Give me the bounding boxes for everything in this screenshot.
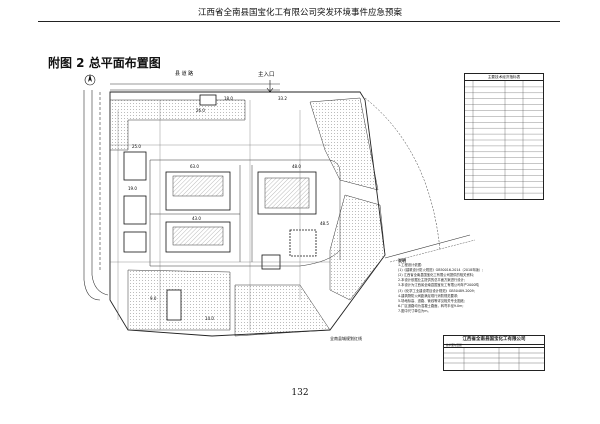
west-road bbox=[83, 90, 109, 301]
buildings bbox=[123, 94, 317, 321]
notes-line: (3)《化学工业建设项目设计规范》GB50489-2009; bbox=[398, 288, 475, 293]
dim-5: 25.0 bbox=[132, 144, 141, 149]
dim-6: 26.0 bbox=[196, 108, 205, 113]
notes-line: (2) 江西省全南县国宝化工有限公司提供的相关资料; bbox=[398, 273, 475, 278]
notes-line: 7.图中尺寸单位为m。 bbox=[398, 308, 431, 313]
north-arrow-icon bbox=[84, 74, 96, 86]
dim-10: 9.0 bbox=[150, 296, 157, 301]
dim-1: 63.0 bbox=[190, 164, 199, 169]
dim-7: 18.0 bbox=[224, 96, 233, 101]
legend-table: 主要技术经济指标表 bbox=[464, 73, 544, 200]
design-notes: 说明 1.工程设计依据： (1)《建筑设计防火规范》GB50016-2014（2… bbox=[398, 258, 528, 314]
gate-label: 主入口 bbox=[258, 70, 275, 78]
notes-title: 说明 bbox=[398, 258, 406, 263]
dim-4: 43.0 bbox=[192, 216, 201, 221]
dim-11: 14.0 bbox=[205, 316, 214, 321]
figure-title: 附图 2 总平面布置图 bbox=[48, 56, 161, 70]
legend-grid bbox=[465, 81, 543, 199]
dim-8: 33.2 bbox=[278, 96, 287, 101]
page-number: 132 bbox=[291, 388, 309, 398]
notes-line: 3.本设计为江西省全南县国宝化工有限公司年产2000吨 bbox=[398, 283, 479, 288]
notes-line: 6.厂区道路均为混凝土路面，转弯半径9.0m; bbox=[398, 303, 464, 308]
notes-line: 4.建筑物防火间距满足现行消防规范要求; bbox=[398, 293, 459, 298]
title-block-subtitle: 总平面布置图 bbox=[444, 344, 544, 348]
title-block-grid bbox=[444, 348, 544, 370]
boundary-sweep bbox=[364, 97, 441, 251]
header-rule bbox=[38, 21, 560, 22]
legend-title: 主要技术经济指标表 bbox=[465, 74, 543, 81]
road-label: 县 道 路 bbox=[175, 70, 193, 77]
title-block: 江西省全南县国宝化工有限公司 总平面布置图 bbox=[443, 335, 545, 371]
north-road bbox=[110, 83, 280, 91]
dim-2: 48.0 bbox=[292, 164, 301, 169]
notes-line: 5.场地标高、道路、管线等详见相关专业图纸; bbox=[398, 298, 465, 303]
dimension-lines bbox=[110, 100, 330, 330]
dim-9: 48.5 bbox=[320, 221, 329, 226]
bottom-label: 全南县城规划红线 bbox=[330, 335, 362, 341]
road-diagonal bbox=[384, 234, 471, 259]
gate-arrow bbox=[266, 80, 274, 93]
notes-line: (1)《建筑设计防火规范》GB50016-2014（2018年版）; bbox=[398, 268, 484, 273]
title-block-company: 江西省全南县国宝化工有限公司 bbox=[444, 336, 544, 345]
notes-line: 1.工程设计依据： bbox=[398, 263, 425, 268]
dim-3: 19.0 bbox=[128, 186, 137, 191]
road-diagonal-2 bbox=[389, 239, 476, 263]
notes-line: 2.本设计依据业主提供的总平面方案进行设计; bbox=[398, 278, 465, 283]
page-header: 江西省全南县国宝化工有限公司突发环境事件应急预案 bbox=[197, 8, 402, 18]
